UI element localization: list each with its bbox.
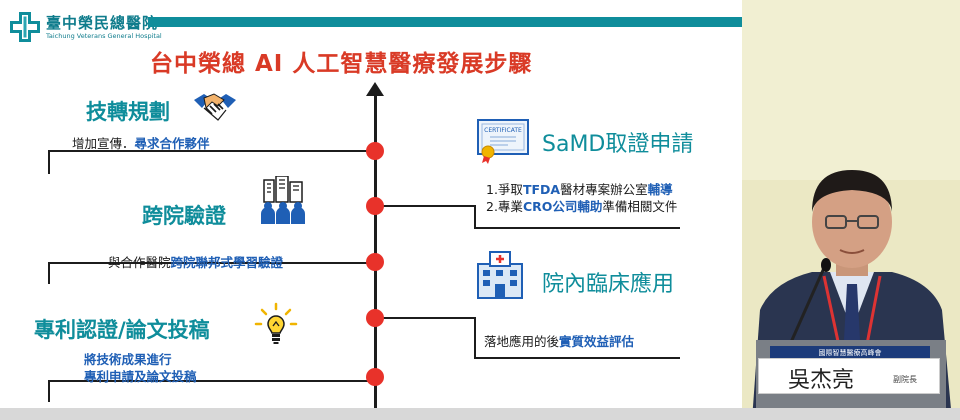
desc-line-1: 將技術成果進行	[84, 352, 172, 367]
timeline-dot-5	[366, 368, 384, 386]
step-heading-clinical: 院內臨床應用	[542, 272, 675, 297]
step-heading-tech-transfer: 技轉規劃	[86, 100, 170, 124]
step-desc-tech-transfer: 增加宣傳．尋求合作夥伴	[72, 135, 210, 152]
step-line-left-1	[48, 150, 376, 174]
speaker-nameplate	[758, 358, 940, 394]
header-bar	[148, 17, 742, 27]
desc-text: 準備相關文件	[602, 199, 678, 214]
desc-line-2: 2.專業CRO公司輔助準備相關文件	[486, 198, 677, 215]
step-heading-cross-hospital: 跨院驗證	[142, 204, 226, 228]
step-line-left-2	[48, 262, 376, 284]
step-desc-samd: 1.爭取TFDA醫材專案辦公室輔導 2.專業CRO公司輔助準備相關文件	[486, 181, 677, 215]
presentation-slide: 臺中榮民總醫院 Taichung Veterans General Hospit…	[8, 10, 742, 420]
handshake-icon	[192, 86, 238, 130]
step-line-right-2b	[474, 357, 680, 359]
speaker-name: 吳杰亮	[788, 368, 855, 393]
desc-highlight-text: 跨院聯邦式學習驗證	[170, 255, 284, 270]
desc-highlight-text: CRO公司輔助	[522, 199, 603, 214]
event-banner: 國際智慧醫療高峰會	[770, 346, 930, 360]
hospital-cross-icon	[8, 10, 42, 44]
timeline-dot-1	[366, 142, 384, 160]
desc-highlight-text: 尋求合作夥伴	[134, 136, 210, 151]
timeline-dot-3	[366, 253, 384, 271]
team-city-icon	[256, 175, 314, 230]
speaker-title: 副院長	[893, 375, 917, 384]
desc-highlight-text: 輔導	[647, 182, 673, 197]
step-desc-cross-hospital: 與合作醫院跨院聯邦式學習驗證	[108, 254, 283, 271]
certificate-icon: CERTIFICATE	[476, 118, 532, 168]
desc-text: 1.爭取	[486, 182, 523, 197]
logo-english-name: Taichung Veterans General Hospital	[46, 31, 162, 40]
bottom-strip	[0, 408, 960, 420]
logo-chinese-name: 臺中榮民總醫院	[46, 13, 159, 32]
certificate-label: CERTIFICATE	[484, 127, 522, 134]
step-desc-clinical: 落地應用的後實質效益評估	[484, 333, 634, 350]
lightbulb-icon	[254, 302, 298, 350]
desc-text: 2.專業	[486, 199, 523, 214]
step-line-right-2	[376, 317, 476, 359]
desc-plain-text: 落地應用的後	[484, 334, 560, 349]
timeline-dot-2	[366, 197, 384, 215]
hospital-logo: 臺中榮民總醫院 Taichung Veterans General Hospit…	[8, 10, 162, 44]
step-heading-samd: SaMD取證申請	[542, 132, 694, 157]
step-line-right-1b	[474, 227, 680, 229]
step-line-left-3	[48, 380, 376, 402]
step-desc-patent-paper: 將技術成果進行 專利申請及論文投稿	[84, 351, 197, 385]
hospital-icon	[474, 250, 526, 304]
desc-text: 醫材專案辦公室	[560, 182, 648, 197]
desc-line-1: 1.爭取TFDA醫材專案辦公室輔導	[486, 181, 677, 198]
axis-arrow-icon	[366, 82, 384, 96]
desc-highlight-text: TFDA	[522, 182, 561, 197]
step-heading-patent-paper: 專利認證/論文投稿	[34, 318, 210, 342]
desc-plain-text: 增加宣傳．	[72, 136, 135, 151]
timeline-dot-4	[366, 309, 384, 327]
step-line-right-1	[376, 205, 476, 229]
slide-title: 台中榮總 AI 人工智慧醫療發展步驟	[150, 51, 533, 77]
desc-highlight-text: 實質效益評估	[559, 334, 635, 349]
desc-plain-text: 與合作醫院	[108, 255, 171, 270]
desc-line-2: 專利申請及論文投稿	[84, 369, 197, 384]
